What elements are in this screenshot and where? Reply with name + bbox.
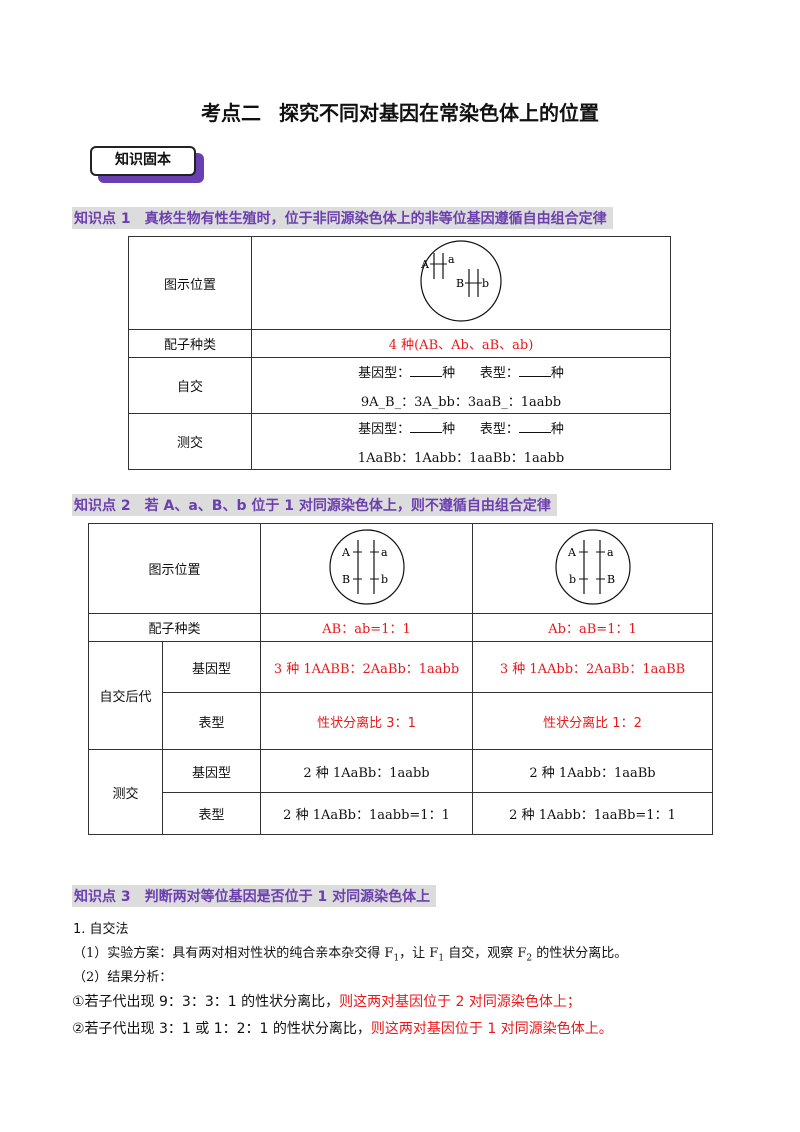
test-cross-ratio: 1AaBb：1Aabb：1aaBb：1aabb [357, 450, 565, 466]
test-genotype-1: 2 种 1AaBb：1aabb [260, 749, 474, 793]
result-2: ②若子代出现 3：1 或 1：2：1 的性状分离比，则这两对基因位于 1 对同源… [72, 1018, 613, 1038]
allele-label: A [420, 258, 430, 271]
test-genotype-2: 2 种 1Aabb：1aaBb [472, 749, 714, 793]
result-conclusion: 则这两对基因位于 1 对同源染色体上。 [370, 1021, 613, 1037]
self-genotype-1: 3 种 1AABB：2AaBb：1aabb [260, 641, 474, 693]
allele-label: A [567, 546, 577, 559]
result-conclusion: 则这两对基因位于 2 对同源染色体上； [339, 994, 581, 1010]
unit: 种 [550, 365, 564, 381]
allele-label: a [448, 253, 455, 266]
test-phenotype-1: 2 种 1AaBb：1aabb=1：1 [260, 792, 474, 835]
self-phenotype-2: 性状分离比 1：2 [472, 692, 714, 750]
row-label-gamete: 配子种类 [128, 329, 252, 358]
test-cross-cell: 基因型： 种 表型： 种 1AaBb：1Aabb：1aaBb：1aabb [251, 413, 671, 470]
table-knowledge-point-2: 图示位置 A a B b [87, 523, 714, 835]
diagram-cell: A a B b [251, 236, 671, 330]
phenotype-blank [518, 364, 551, 377]
result-1: ①若子代出现 9：3：3：1 的性状分离比，则这两对基因位于 2 对同源染色体上… [72, 991, 581, 1011]
allele-label: B [342, 573, 350, 586]
table-row: 表型 性状分离比 3：1 性状分离比 1：2 [89, 692, 714, 750]
allele-label: B [607, 573, 615, 586]
chromosome-diagram-repulsion: A a b B [554, 528, 631, 605]
genotype-blank [410, 364, 443, 377]
kp3-text: 判断两对等位基因是否位于 1 对同源染色体上 [144, 889, 431, 905]
gamete-ratio-2: Ab：aB=1：1 [472, 613, 714, 642]
unit: 种 [550, 421, 564, 437]
genotype-label: 基因型： [358, 365, 411, 381]
phenotype-label: 表型： [479, 421, 519, 437]
table-row: 图示位置 A a B b [128, 236, 671, 330]
plan-text: ，让 F [399, 946, 439, 961]
table-row: 配子种类 4 种(AB、Ab、aB、ab) [128, 329, 671, 358]
allele-label: a [381, 546, 388, 559]
allele-label: A [341, 546, 351, 559]
experiment-plan: （1）实验方案：具有两对相对性状的纯合亲本杂交得 F1，让 F1 自交，观察 F… [73, 942, 627, 964]
chromosome-diagram-nonhomologous: A a B b [420, 240, 502, 322]
genotype-label: 基因型： [358, 421, 411, 437]
table-row: 配子种类 AB：ab=1：1 Ab：aB=1：1 [87, 613, 714, 642]
phenotype-label: 表型： [479, 365, 519, 381]
row-label-genotype: 基因型 [161, 641, 262, 693]
row-label-gamete: 配子种类 [87, 613, 262, 642]
plan-text: 的性状分离比。 [532, 946, 628, 961]
allele-label: b [381, 573, 388, 586]
self-phenotype-1: 性状分离比 3：1 [260, 692, 474, 750]
allele-label: B [456, 277, 464, 290]
unit: 种 [442, 365, 456, 381]
table-knowledge-point-1: 图示位置 A a B b 配子种类 4 种(AB、Ab、aB、ab) 自交 基因… [128, 236, 671, 470]
table-row: 测交 基因型： 种 表型： 种 1AaBb：1Aabb：1aaBb：1aabb [128, 413, 671, 470]
kp2-number: 知识点 2 [74, 498, 131, 514]
kp1-text: 真核生物有性生殖时，位于非同源染色体上的非等位基因遵循自由组合定律 [144, 211, 607, 227]
diagram-cell-2: A a b B [472, 523, 714, 614]
row-group-self-offspring: 自交后代 [88, 641, 163, 750]
row-label-diagram: 图示位置 [128, 236, 252, 330]
table-row: 测交 基因型 2 种 1AaBb：1aabb 2 种 1Aabb：1aaBb [88, 749, 714, 835]
plan-text: （1）实验方案：具有两对相对性状的纯合亲本杂交得 F [73, 946, 394, 961]
subscript: 1 [438, 953, 445, 964]
row-label-test: 测交 [128, 413, 252, 470]
gamete-types-value: 4 种(AB、Ab、aB、ab) [251, 329, 671, 358]
page-title: 考点二探究不同对基因在常染色体上的位置 [0, 97, 800, 126]
allele-label: a [607, 546, 614, 559]
genotype-blank [410, 420, 443, 433]
test-phenotype-2: 2 种 1Aabb：1aaBb=1：1 [472, 792, 714, 835]
self-cross-cell: 基因型： 种 表型： 种 9A_B_：3A_bb：3aaB_：1aabb [251, 357, 671, 414]
table-row: 自交后代 基因型 3 种 1AABB：2AaBb：1aabb 3 种 1AAbb… [88, 641, 714, 750]
row-label-diagram: 图示位置 [87, 523, 262, 614]
title-part2: 探究不同对基因在常染色体上的位置 [279, 101, 599, 125]
table-row: 图示位置 A a B b [87, 523, 714, 614]
kp1-number: 知识点 1 [74, 211, 131, 227]
kp3-number: 知识点 3 [74, 889, 131, 905]
row-label-phenotype: 表型 [161, 792, 262, 835]
chromosome-diagram-coupling: A a B b [328, 528, 405, 605]
knowledge-point-2-heading: 知识点 2 若 A、a、B、b 位于 1 对同源染色体上，则不遵循自由组合定律 [72, 494, 557, 516]
table-row: 表型 2 种 1AaBb：1aabb=1：1 2 种 1Aabb：1aaBb=1… [89, 792, 714, 835]
result-condition: ②若子代出现 3：1 或 1：2：1 的性状分离比， [72, 1021, 371, 1037]
unit: 种 [442, 421, 456, 437]
badge-label: 知识固本 [90, 146, 196, 176]
allele-label: b [482, 277, 489, 290]
table-row: 自交 基因型： 种 表型： 种 9A_B_：3A_bb：3aaB_：1aabb [128, 357, 671, 414]
subscript: 2 [526, 953, 533, 964]
subscript: 1 [393, 953, 400, 964]
self-genotype-2: 3 种 1AAbb：2AaBb：1aaBB [472, 641, 714, 693]
allele-label: b [569, 573, 576, 586]
result-analysis-heading: （2）结果分析： [73, 970, 173, 985]
method-heading: 1. 自交法 [73, 922, 129, 937]
plan-text: 自交，观察 F [444, 946, 527, 961]
title-part1: 考点二 [201, 101, 261, 125]
row-label-phenotype: 表型 [161, 692, 262, 750]
phenotype-blank [518, 420, 551, 433]
result-condition: ①若子代出现 9：3：3：1 的性状分离比， [72, 994, 340, 1010]
knowledge-point-1-heading: 知识点 1 真核生物有性生殖时，位于非同源染色体上的非等位基因遵循自由组合定律 [72, 207, 613, 229]
row-label-genotype: 基因型 [161, 749, 262, 793]
kp2-text: 若 A、a、B、b 位于 1 对同源染色体上，则不遵循自由组合定律 [144, 498, 551, 514]
self-cross-ratio: 9A_B_：3A_bb：3aaB_：1aabb [360, 394, 562, 410]
row-label-self: 自交 [128, 357, 252, 414]
row-group-test-cross: 测交 [88, 749, 163, 835]
knowledge-point-3-heading: 知识点 3 判断两对等位基因是否位于 1 对同源染色体上 [72, 885, 437, 907]
section-badge: 知识固本 [90, 146, 206, 184]
diagram-cell-1: A a B b [260, 523, 474, 614]
gamete-ratio-1: AB：ab=1：1 [260, 613, 474, 642]
